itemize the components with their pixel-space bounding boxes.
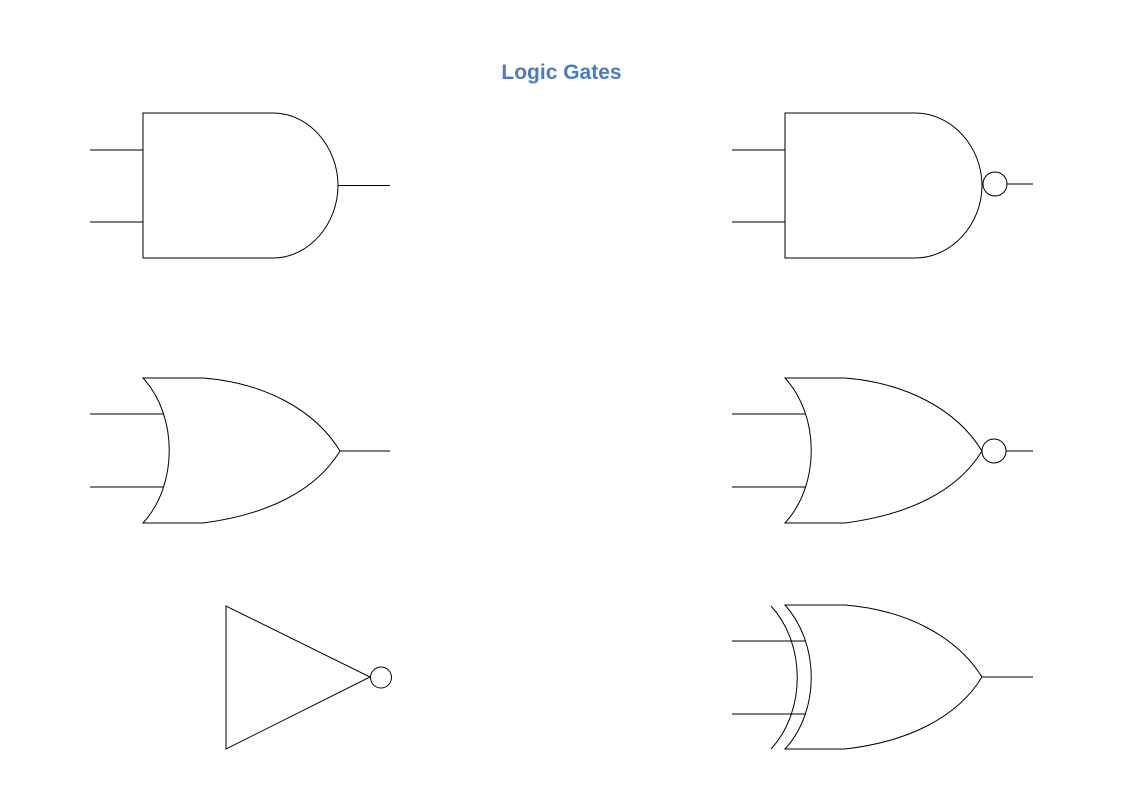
nor-gate <box>732 377 1033 524</box>
and-body <box>142 112 339 259</box>
not-gate <box>225 605 392 750</box>
or-gate <box>90 377 390 524</box>
nor-body <box>783 377 983 524</box>
and-gate <box>90 112 390 259</box>
xor-extra-input-arc <box>770 605 798 750</box>
xor-gate <box>732 604 1033 750</box>
nor-inversion-bubble <box>981 438 1007 464</box>
diagram-title: Logic Gates <box>501 61 622 84</box>
xor-body <box>783 604 983 750</box>
nand-body <box>784 112 983 259</box>
not-inversion-bubble <box>370 666 392 689</box>
or-body <box>141 377 341 524</box>
nand-gate <box>732 112 1033 259</box>
not-body <box>225 605 372 750</box>
nand-inversion-bubble <box>982 171 1008 197</box>
